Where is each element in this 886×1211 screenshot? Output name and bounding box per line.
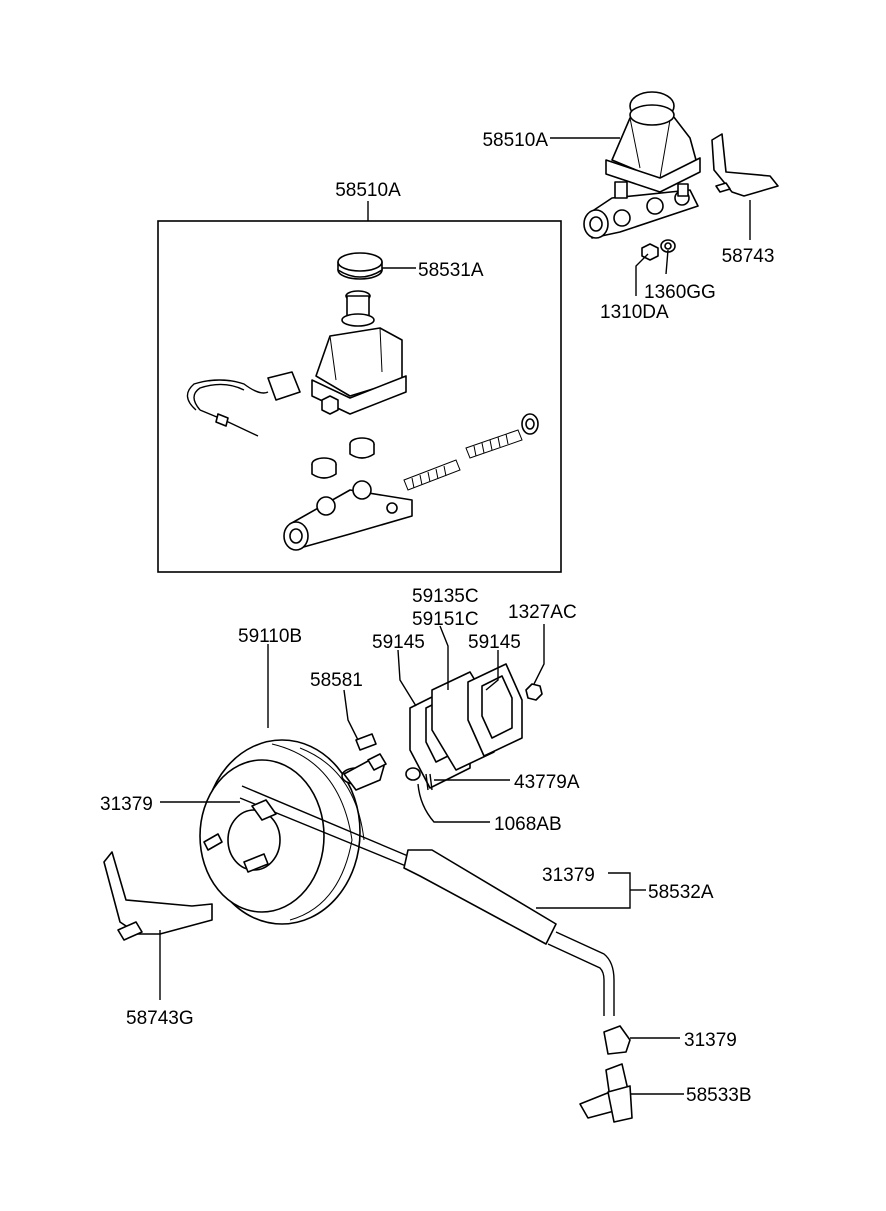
label-58531A: 58531A [418, 260, 484, 281]
label-1310DA: 1310DA [600, 302, 669, 323]
label-31379-left: 31379 [100, 794, 153, 815]
label-58581: 58581 [310, 670, 363, 691]
label-58510A-box: 58510A [335, 180, 401, 201]
label-43779A: 43779A [514, 772, 580, 793]
label-59145-right: 59145 [468, 632, 521, 653]
bracket-stud-illustration [117, 921, 143, 941]
label-1068AB: 1068AB [494, 814, 562, 835]
vacuum-hose-illustration [239, 785, 615, 1016]
label-58743: 58743 [722, 246, 775, 267]
label-58533B: 58533B [686, 1085, 752, 1106]
label-59135C: 59135C [412, 586, 479, 607]
label-58743G: 58743G [126, 1008, 194, 1029]
washer-illustration [405, 767, 421, 781]
hose-clip-illustration [603, 1025, 631, 1055]
bracket-left-illustration [103, 851, 213, 935]
label-31379-mid: 31379 [542, 865, 595, 886]
master-cylinder-kit-illustration [186, 252, 539, 551]
label-59110B: 59110B [238, 626, 302, 647]
leader-lines [159, 137, 751, 1095]
label-59151C: 59151C [412, 609, 479, 630]
label-58510A-top: 58510A [482, 130, 548, 151]
label-59145-left: 59145 [372, 632, 425, 653]
label-1360GG: 1360GG [644, 282, 716, 303]
gasket-spacer-illustration [409, 663, 543, 789]
label-1327AC: 1327AC [508, 602, 577, 623]
kit-box [157, 220, 562, 573]
brake-booster-illustration [199, 739, 387, 925]
label-31379-bottom: 31379 [684, 1030, 737, 1051]
label-58532A: 58532A [648, 882, 714, 903]
check-valve-illustration [579, 1063, 633, 1123]
master-cylinder-assembly-illustration [583, 91, 779, 261]
bolt-illustration [355, 733, 377, 751]
pin-illustration [425, 773, 433, 791]
